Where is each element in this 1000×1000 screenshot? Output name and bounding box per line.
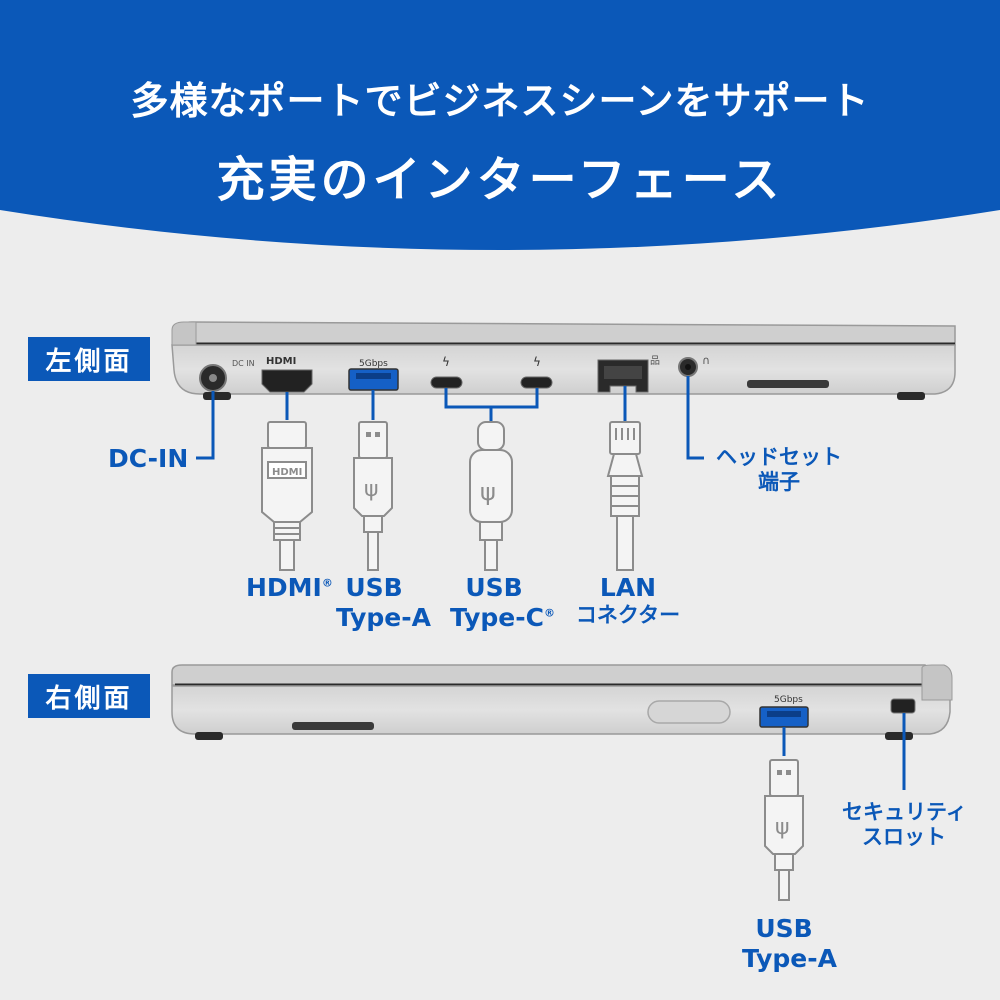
usb-a-plug-right: ψ <box>764 759 804 901</box>
left-side-device: DC IN HDMI 5Gbps ϟ ϟ 品 ∩ <box>171 321 956 460</box>
right-side-device: 5Gbps <box>171 664 953 790</box>
security-slot-label: セキュリティ スロット <box>842 800 967 850</box>
usb-a-right-marking: 5Gbps <box>774 695 803 705</box>
thunderbolt-icon: ϟ <box>442 355 450 369</box>
lan-plug <box>606 421 644 571</box>
usb-symbol-icon-3: ψ <box>775 815 790 840</box>
hdmi-marking: HDMI <box>266 356 296 367</box>
left-side-badge: 左側面 <box>28 337 150 381</box>
header-subtitle: 多様なポートでビジネスシーンをサポート <box>130 79 870 123</box>
hdmi-label: HDMI® <box>246 573 333 602</box>
usb-a-port <box>348 368 399 391</box>
usb-a-right-label: USB Type-A <box>742 914 837 973</box>
usb-c-port-1 <box>430 376 463 389</box>
usb-a-marking: 5Gbps <box>359 359 388 369</box>
dc-in-marking: DC IN <box>232 359 255 368</box>
usb-c-plug: ψ <box>469 421 513 571</box>
usb-a-plug: ψ <box>353 421 393 571</box>
right-side-badge: 右側面 <box>28 674 150 718</box>
hdmi-plug: HDMI <box>261 421 313 571</box>
lan-marking-icon: 品 <box>650 355 660 367</box>
lan-label: LAN コネクター <box>575 573 681 627</box>
usb-symbol-icon-2: ψ <box>480 478 496 506</box>
hdmi-plug-text: HDMI <box>272 467 302 478</box>
vent-right <box>292 722 374 730</box>
headset-marking-icon: ∩ <box>702 354 710 367</box>
usb-symbol-icon: ψ <box>364 477 379 502</box>
hdmi-port <box>261 369 313 393</box>
usb-c-port-2 <box>520 376 553 389</box>
headset-label: ヘッドセット 端子 <box>716 445 842 495</box>
security-slot-port <box>890 698 916 714</box>
usb-a-label: USB Type-A <box>336 573 431 632</box>
thunderbolt-icon-2: ϟ <box>533 355 541 369</box>
header-title: 充実のインターフェース <box>216 152 784 208</box>
header-banner <box>0 0 1000 250</box>
vent <box>747 380 829 388</box>
card-slot <box>647 700 731 724</box>
dc-in-label: DC-IN <box>108 444 189 473</box>
usb-c-label: USB Type-C® <box>450 573 555 632</box>
